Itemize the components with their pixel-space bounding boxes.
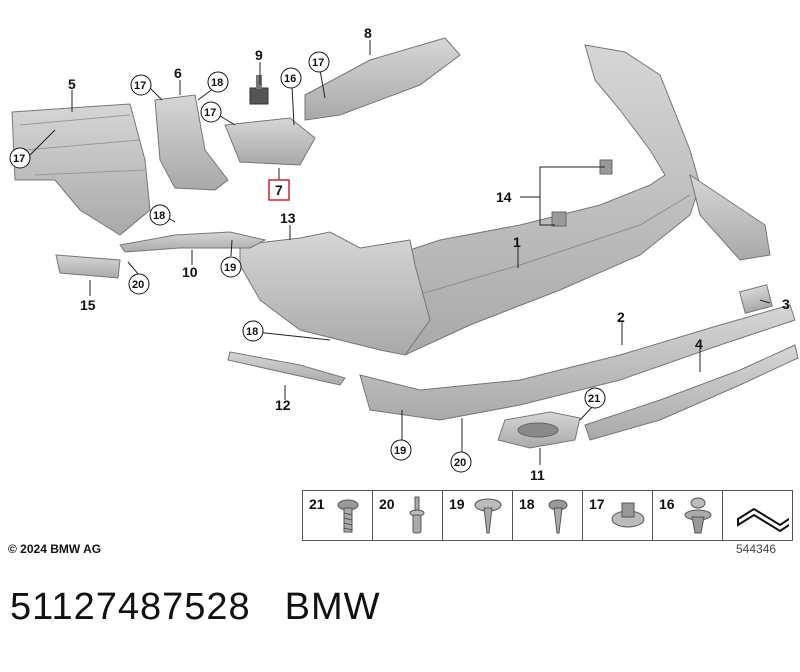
callout-18a: 18 — [207, 71, 229, 93]
legend-number: 16 — [659, 496, 675, 512]
label-13: 13 — [280, 210, 296, 226]
label-7: 7 — [275, 182, 283, 198]
fastener-legend: 21 20 19 18 17 1 — [302, 490, 793, 541]
label-6: 6 — [174, 65, 182, 81]
part-10-lower-bracket — [119, 231, 267, 253]
part-15-grille-insert — [55, 254, 121, 279]
svg-text:17: 17 — [13, 153, 25, 165]
part-6-bracket — [154, 94, 229, 191]
legend-number: 20 — [379, 496, 395, 512]
legend-item-17: 17 — [583, 491, 653, 540]
svg-text:20: 20 — [454, 457, 466, 469]
gasket-strip-icon — [737, 507, 789, 533]
legend-number: 21 — [309, 496, 325, 512]
label-10: 10 — [182, 264, 198, 280]
label-5: 5 — [68, 76, 76, 92]
leader-lines — [29, 40, 771, 465]
callout-18b: 18 — [149, 204, 171, 226]
part-7-housing — [224, 117, 316, 166]
svg-text:18: 18 — [246, 326, 258, 338]
svg-text:18: 18 — [211, 77, 223, 89]
legend-number: 19 — [449, 496, 465, 512]
callout-20b: 20 — [450, 451, 472, 473]
part-info: 51127487528 BMW — [10, 586, 381, 629]
parts-exploded-diagram: 5 6 8 9 7 13 14 1 2 3 4 11 12 10 15 17 1… — [9, 25, 799, 483]
label-9: 9 — [255, 47, 263, 63]
callout-17d: 17 — [308, 51, 330, 73]
part-8-upper-bracket — [304, 37, 461, 121]
svg-text:20: 20 — [132, 279, 144, 291]
circled-callouts: 17 17 18 17 16 17 18 19 20 18 19 20 21 — [9, 51, 606, 473]
part-13-bumper-corner — [239, 231, 431, 356]
clip-nut-icon — [611, 502, 645, 528]
flange-screw-icon — [474, 498, 502, 534]
label-7-highlight-box — [268, 179, 290, 201]
legend-item-19: 19 — [443, 491, 513, 540]
legend-item-18: 18 — [513, 491, 583, 540]
label-15: 15 — [80, 297, 96, 313]
hex-bolt-icon — [337, 499, 359, 533]
part-9-sensor — [249, 75, 269, 105]
svg-text:21: 21 — [588, 393, 600, 405]
label-8: 8 — [364, 25, 372, 41]
part-4-lower-strip — [584, 344, 799, 441]
brand-name: BMW — [284, 586, 381, 628]
label-12: 12 — [275, 397, 291, 413]
callout-19a: 19 — [220, 256, 242, 278]
part-14-clips — [551, 159, 613, 227]
expansion-rivet-icon — [684, 497, 712, 534]
callout-21: 21 — [584, 387, 606, 409]
svg-text:17: 17 — [312, 57, 324, 69]
legend-item-20: 20 — [373, 491, 443, 540]
svg-text:16: 16 — [284, 73, 296, 85]
part-labels: 5 6 8 9 7 13 14 1 2 3 4 11 12 10 15 — [68, 25, 790, 483]
callout-17c: 17 — [200, 101, 222, 123]
callout-18c: 18 — [242, 320, 264, 342]
part-3-right-bracket — [689, 173, 773, 314]
svg-text:19: 19 — [394, 445, 406, 457]
label-3: 3 — [782, 296, 790, 312]
part-5-left-bracket — [11, 103, 151, 236]
part-11-exhaust-trim — [497, 411, 581, 449]
hex-bolt-icon — [548, 499, 568, 534]
label-1: 1 — [513, 234, 521, 250]
legend-number: 18 — [519, 496, 535, 512]
callout-16: 16 — [280, 67, 302, 89]
copyright-text: © 2024 BMW AG — [8, 542, 102, 556]
legend-item-21: 21 — [303, 491, 373, 540]
callout-17b: 17 — [130, 74, 152, 96]
part-1-bumper-trim-panel — [383, 44, 701, 356]
label-4: 4 — [695, 336, 703, 352]
callout-19b: 19 — [390, 439, 412, 461]
legend-number: 17 — [589, 496, 605, 512]
part-12-reflector-strip — [227, 351, 346, 386]
part-number: 51127487528 — [10, 586, 251, 628]
callout-17a: 17 — [9, 147, 31, 169]
label-11: 11 — [530, 467, 545, 483]
rivet-icon — [409, 496, 425, 534]
label-2: 2 — [617, 309, 625, 325]
label-14: 14 — [496, 189, 512, 205]
part-2-trim-strip — [359, 304, 796, 421]
svg-text:18: 18 — [153, 210, 165, 222]
callout-20a: 20 — [128, 273, 150, 295]
svg-text:19: 19 — [224, 262, 236, 274]
legend-item-16: 16 — [653, 491, 723, 540]
diagram-id: 544346 — [736, 542, 777, 556]
svg-text:17: 17 — [134, 80, 146, 92]
svg-text:17: 17 — [204, 107, 216, 119]
legend-item-gasket — [723, 491, 792, 540]
